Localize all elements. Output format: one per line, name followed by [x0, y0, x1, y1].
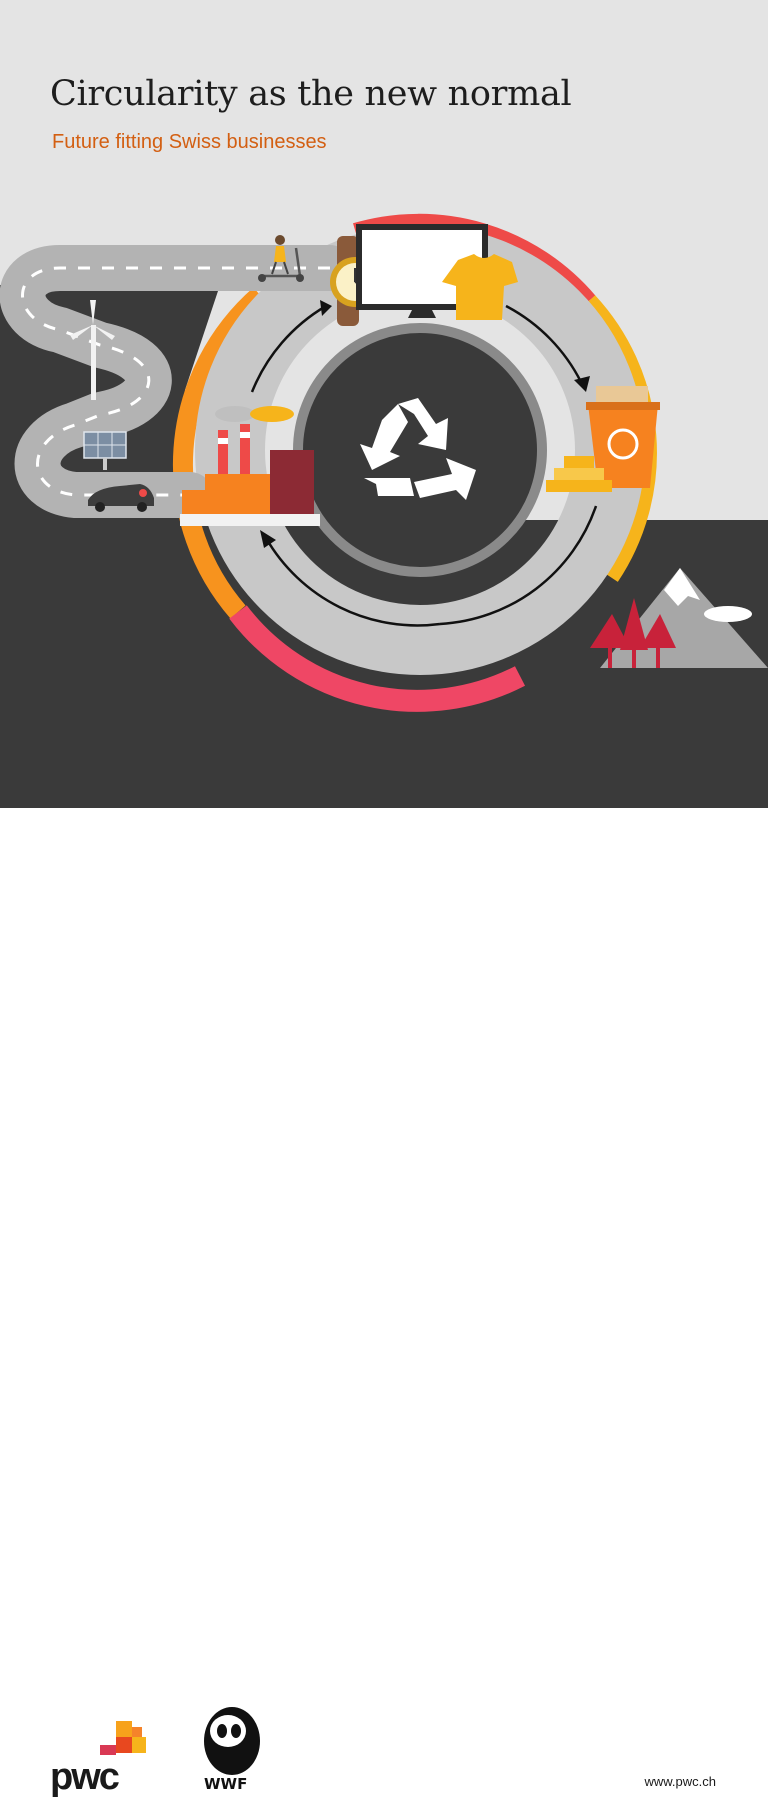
factory-icon: [180, 406, 320, 526]
footer: pwc WWF www.pwc.ch: [0, 808, 768, 1798]
tshirt-icon: [442, 254, 518, 320]
solar-panel-icon: [83, 431, 127, 470]
wind-turbine-icon: [70, 300, 115, 400]
recycling-bin-icon: [586, 386, 660, 488]
website-url[interactable]: www.pwc.ch: [644, 1774, 716, 1789]
recycle-symbol-icon: [360, 398, 476, 500]
page-title: Circularity as the new normal: [50, 74, 572, 114]
page-subtitle: Future fitting Swiss businesses: [52, 131, 327, 153]
circular-economy-illustration: [0, 213, 768, 808]
cover-illustration: Circularity as the new normal Future fit…: [0, 0, 768, 808]
gold-bars-icon: [546, 456, 612, 492]
center-disc: [293, 323, 547, 577]
wwf-wordmark: WWF: [204, 1775, 247, 1793]
trees-icon: [590, 598, 676, 668]
wwf-panda-logo-icon: WWF: [204, 1707, 260, 1793]
scooter-rider-icon: [258, 235, 304, 282]
pwc-wordmark: pwc: [50, 1756, 120, 1798]
electric-car-icon: [88, 484, 154, 512]
cycle-arrows: [250, 304, 598, 627]
